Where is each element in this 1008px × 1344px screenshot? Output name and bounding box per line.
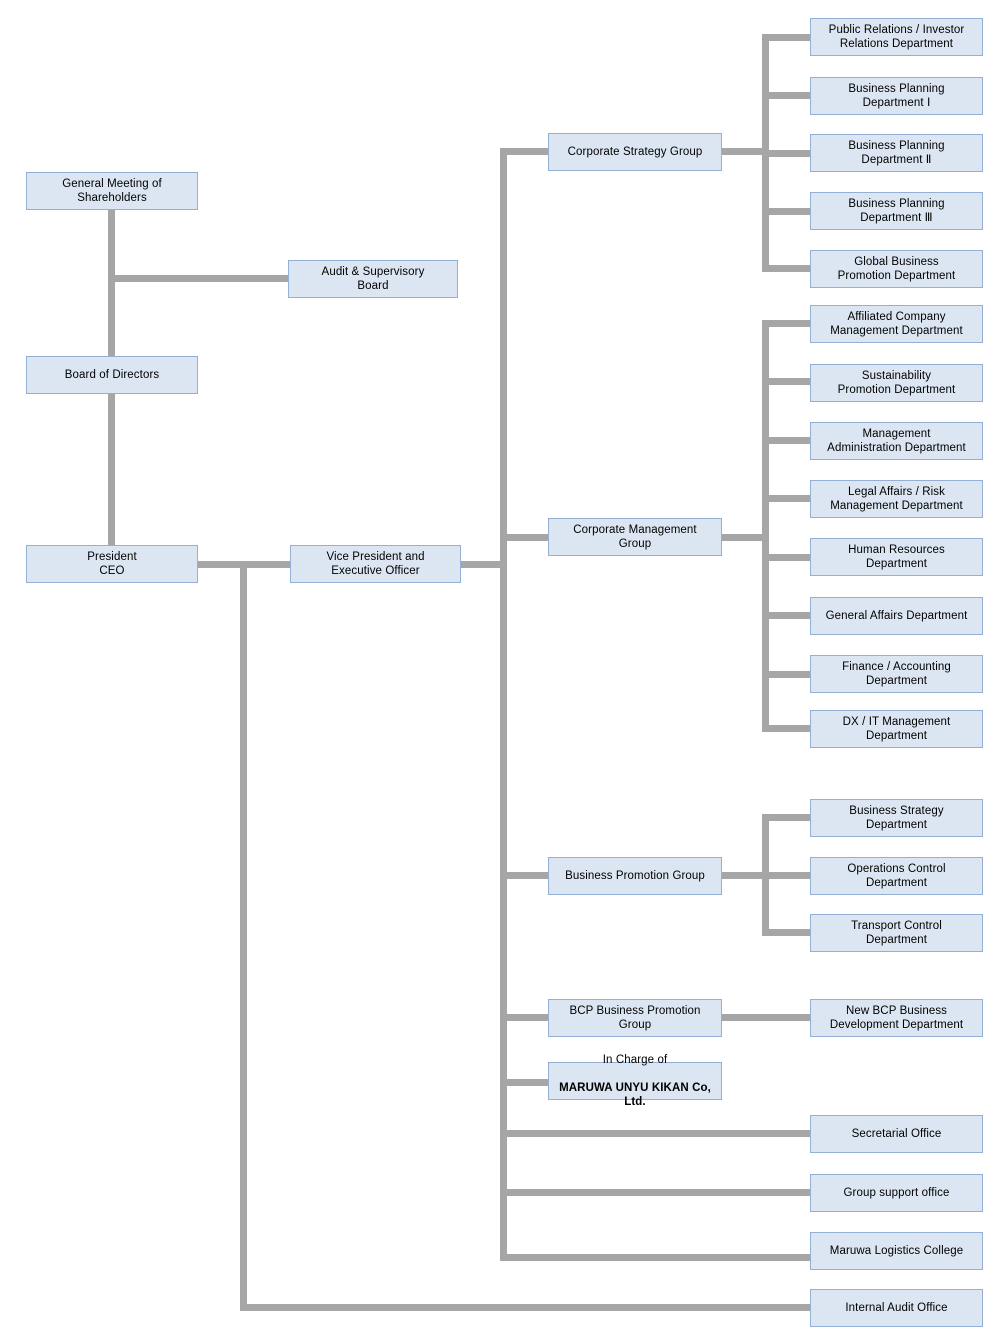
connector-corporate-management-branch-8 — [762, 725, 812, 732]
node-corporate-strategy-group[interactable]: Corporate Strategy Group — [548, 133, 722, 171]
node-label-line2: MARUWA UNYU KIKAN Co, Ltd. — [559, 1082, 711, 1108]
node-legal-affairs-risk-management-department[interactable]: Legal Affairs / Risk Management Departme… — [810, 480, 983, 518]
node-operations-control-department[interactable]: Operations Control Department — [810, 857, 983, 895]
connector-corporate-management-branch-7 — [762, 671, 812, 678]
node-label: Human Resources Department — [848, 544, 945, 570]
node-label: Global Business Promotion Department — [837, 256, 956, 282]
node-label: New BCP Business Development Department — [829, 1005, 964, 1031]
node-transport-control-department[interactable]: Transport Control Department — [810, 914, 983, 952]
node-new-bcp-business-development-department[interactable]: New BCP Business Development Department — [810, 999, 983, 1037]
connector-corporate-management-branch-1 — [762, 320, 812, 327]
node-label: Sustainability Promotion Department — [837, 370, 956, 396]
node-label: Business Promotion Group — [565, 870, 705, 882]
connector-corporate-management-bus — [762, 320, 769, 732]
node-general-affairs-department[interactable]: General Affairs Department — [810, 597, 983, 635]
node-label: Internal Audit Office — [845, 1302, 948, 1314]
node-maruwa-logistics-college[interactable]: Maruwa Logistics College — [810, 1232, 983, 1270]
node-label: Group support office — [843, 1187, 950, 1199]
node-label: Management Administration Department — [827, 428, 966, 454]
connector-trunk-to-secretarial-office — [500, 1130, 812, 1137]
node-group-support-office[interactable]: Group support office — [810, 1174, 983, 1212]
node-label: Secretarial Office — [851, 1128, 942, 1140]
connector-trunk-to-bcp-group — [500, 1014, 550, 1021]
node-label: Corporate Management Group — [573, 524, 697, 550]
node-label: Affiliated Company Management Department — [830, 311, 963, 337]
node-president-ceo[interactable]: President CEO — [26, 545, 198, 583]
node-vice-president-executive-officer[interactable]: Vice President and Executive Officer — [290, 545, 461, 583]
node-affiliated-company-management-department[interactable]: Affiliated Company Management Department — [810, 305, 983, 343]
node-sustainability-promotion-department[interactable]: Sustainability Promotion Department — [810, 364, 983, 402]
node-business-planning-department-2[interactable]: Business Planning Department Ⅱ — [810, 134, 983, 172]
connector-trunk-to-maruwa-charge — [500, 1079, 550, 1086]
node-business-planning-department-1[interactable]: Business Planning Department Ⅰ — [810, 77, 983, 115]
connector-vp-to-main-trunk — [459, 561, 507, 568]
connector-to-internal-audit-office — [240, 1304, 812, 1311]
node-label: Business Planning Department Ⅲ — [848, 198, 945, 224]
connector-main-vertical-trunk — [500, 148, 507, 1261]
node-corporate-management-group[interactable]: Corporate Management Group — [548, 518, 722, 556]
connector-corporate-strategy-stub — [720, 148, 766, 155]
node-label: General Affairs Department — [825, 610, 968, 622]
node-label: Operations Control Department — [847, 863, 946, 889]
connector-corporate-strategy-branch-1 — [762, 34, 812, 41]
connector-corporate-management-branch-5 — [762, 554, 812, 561]
node-dx-it-management-department[interactable]: DX / IT Management Department — [810, 710, 983, 748]
connector-corporate-management-branch-4 — [762, 495, 812, 502]
connector-trunk-to-group-support-office — [500, 1189, 812, 1196]
connector-business-promotion-branch-2 — [762, 872, 812, 879]
node-audit-supervisory-board[interactable]: Audit & Supervisory Board — [288, 260, 458, 298]
connector-trunk-to-logistics-college — [500, 1254, 812, 1261]
node-business-promotion-group[interactable]: Business Promotion Group — [548, 857, 722, 895]
node-label: Legal Affairs / Risk Management Departme… — [830, 486, 963, 512]
node-label: Vice President and Executive Officer — [326, 551, 425, 577]
connector-corporate-management-branch-2 — [762, 378, 812, 385]
connector-business-promotion-branch-3 — [762, 929, 812, 936]
connector-bcp-to-new-bcp-dept — [720, 1014, 812, 1021]
connector-trunk-to-audit-board — [112, 275, 290, 282]
node-label: Business Strategy Department — [849, 805, 944, 831]
connector-trunk-to-corporate-management — [500, 534, 550, 541]
node-label: Audit & Supervisory Board — [321, 266, 425, 292]
node-secretarial-office[interactable]: Secretarial Office — [810, 1115, 983, 1153]
connector-corporate-strategy-branch-2 — [762, 92, 812, 99]
connector-trunk-to-business-promotion — [500, 872, 550, 879]
node-label: Transport Control Department — [851, 920, 942, 946]
node-label: Corporate Strategy Group — [567, 146, 703, 158]
node-label: BCP Business Promotion Group — [569, 1005, 701, 1031]
connector-trunk-to-corporate-strategy — [500, 148, 550, 155]
connector-president-drop-vertical — [240, 561, 247, 1311]
node-label: DX / IT Management Department — [842, 716, 951, 742]
connector-corporate-management-branch-3 — [762, 437, 812, 444]
node-internal-audit-office[interactable]: Internal Audit Office — [810, 1289, 983, 1327]
node-label: General Meeting of Shareholders — [62, 178, 162, 204]
connector-corporate-management-branch-6 — [762, 612, 812, 619]
node-board-of-directors[interactable]: Board of Directors — [26, 356, 198, 394]
connector-corporate-strategy-branch-5 — [762, 265, 812, 272]
node-business-planning-department-3[interactable]: Business Planning Department Ⅲ — [810, 192, 983, 230]
node-label: Business Planning Department Ⅰ — [848, 83, 945, 109]
node-bcp-business-promotion-group[interactable]: BCP Business Promotion Group — [548, 999, 722, 1037]
node-business-strategy-department[interactable]: Business Strategy Department — [810, 799, 983, 837]
connector-business-promotion-stub — [720, 872, 766, 879]
node-general-meeting-of-shareholders[interactable]: General Meeting of Shareholders — [26, 172, 198, 210]
node-global-business-promotion-department[interactable]: Global Business Promotion Department — [810, 250, 983, 288]
node-label: President CEO — [87, 551, 137, 577]
node-label: Business Planning Department Ⅱ — [848, 140, 945, 166]
node-label: Maruwa Logistics College — [829, 1245, 964, 1257]
node-label: Public Relations / Investor Relations De… — [828, 24, 965, 50]
node-in-charge-of-maruwa-unyu-kikan[interactable]: In Charge of MARUWA UNYU KIKAN Co, Ltd. — [548, 1054, 722, 1108]
node-label-line1: In Charge of — [602, 1054, 668, 1066]
node-human-resources-department[interactable]: Human Resources Department — [810, 538, 983, 576]
node-label: Finance / Accounting Department — [842, 661, 951, 687]
connector-corporate-management-stub — [720, 534, 766, 541]
connector-corporate-strategy-branch-3 — [762, 150, 812, 157]
connector-corporate-strategy-branch-4 — [762, 208, 812, 215]
node-public-relations-investor-relations-department[interactable]: Public Relations / Investor Relations De… — [810, 18, 983, 56]
node-management-administration-department[interactable]: Management Administration Department — [810, 422, 983, 460]
connector-business-promotion-branch-1 — [762, 814, 812, 821]
node-label: Board of Directors — [64, 369, 160, 381]
node-finance-accounting-department[interactable]: Finance / Accounting Department — [810, 655, 983, 693]
